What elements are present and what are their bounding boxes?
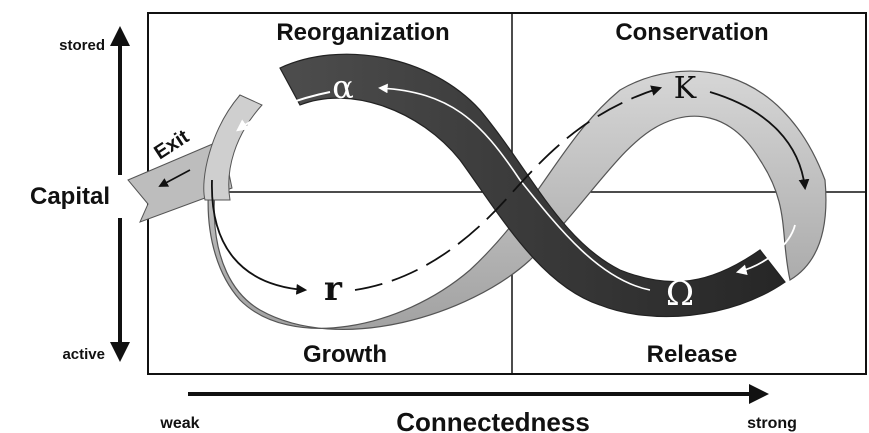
omega-symbol: Ω bbox=[666, 274, 694, 314]
capital-axis-bottom-label: active bbox=[62, 346, 105, 363]
r-symbol: r bbox=[324, 269, 343, 309]
exit-ribbon bbox=[127, 139, 233, 223]
left-loop-to-r-arrow bbox=[211, 179, 308, 295]
capital-axis-top-label: stored bbox=[59, 37, 105, 54]
connectedness-axis-right-label: strong bbox=[747, 415, 797, 432]
quadrant-title-conservation: Conservation bbox=[615, 19, 768, 46]
quadrant-title-release: Release bbox=[647, 341, 738, 368]
ribbon-light-band bbox=[207, 70, 827, 330]
omega-inner-arrow bbox=[735, 224, 796, 276]
alpha-symbol: α bbox=[332, 68, 354, 106]
exit-arrow bbox=[158, 169, 191, 187]
quadrant-title-reorganization: Reorganization bbox=[276, 19, 449, 46]
k-symbol: K bbox=[674, 71, 697, 106]
k-to-omega-arrow bbox=[709, 91, 810, 191]
r-to-k-arrow bbox=[354, 85, 663, 291]
ribbon-dark-band bbox=[279, 53, 786, 318]
quadrant-title-growth: Growth bbox=[303, 341, 387, 368]
connectedness-axis-left-label: weak bbox=[159, 415, 199, 432]
alpha-to-exit-arrow bbox=[236, 91, 331, 132]
capital-axis-title: Capital bbox=[30, 183, 110, 210]
release-to-alpha-arrow bbox=[378, 83, 651, 291]
connectedness-axis-title: Connectedness bbox=[396, 407, 590, 433]
